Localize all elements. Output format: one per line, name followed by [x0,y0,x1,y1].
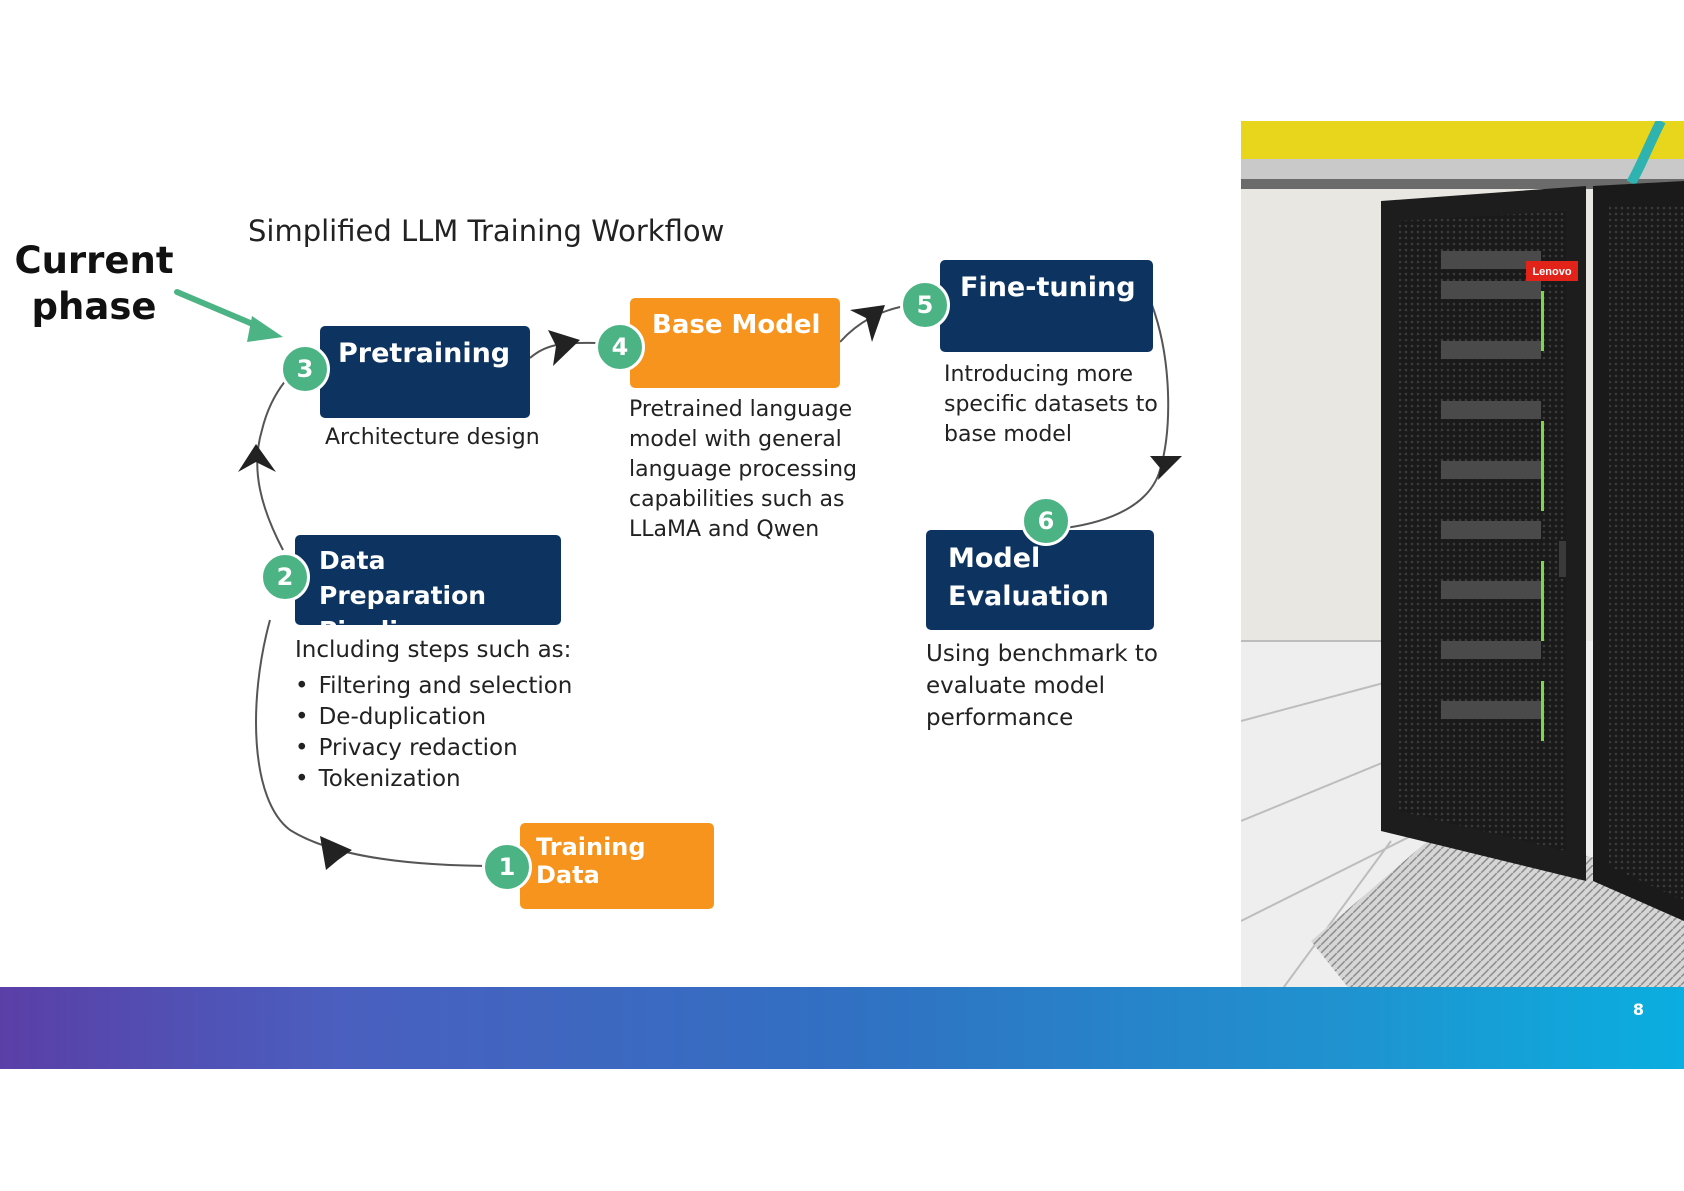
page-number: 8 [1632,1000,1644,1019]
step-6-desc-line: performance [926,705,1074,731]
step-2-desc: Including steps such as: Filtering and s… [295,635,572,795]
step-6-label-line-1: Model [948,543,1041,574]
callout-arrow-head [247,316,283,342]
bullet-item: Tokenization [295,764,572,795]
step-2-label-line-1: Data Preparation [319,546,487,610]
arrowhead-3-to-4 [548,330,580,366]
step-4-desc-line: model with general [629,427,842,452]
network-cable [1626,121,1666,186]
step-4-label: Base Model [652,310,821,340]
step-3-label: Pretraining [338,338,511,369]
connector-1-to-2 [255,619,499,867]
step-1-label: Training Data [536,833,646,889]
step-4-desc-line: language processing [629,457,857,482]
step-1-box: Training Data [520,823,714,909]
server-rack-right-mesh [1609,203,1684,901]
lenovo-badge [1526,261,1578,281]
current-phase-callout: Current phase [14,238,174,330]
step-6-badge: 6 [1021,496,1071,546]
arrowhead-1-to-2 [320,836,352,870]
arrowhead-2-to-3 [238,444,276,472]
step-4-desc: Pretrained language model with general l… [629,395,857,545]
callout-line-2: phase [31,285,157,328]
floor-grate [1311,821,1684,991]
step-6-label-line-2: Evaluation [948,581,1109,612]
bullet-item: De-duplication [295,702,572,733]
step-2-badge: 2 [260,552,310,602]
step-5-desc: Introducing more specific datasets to ba… [944,360,1158,450]
arrowhead-4-to-5 [850,305,885,342]
step-5-box: Fine-tuning [940,260,1153,352]
server-units [1441,251,1541,719]
step-4-badge: 4 [595,322,645,372]
bullet-item: Privacy redaction [295,733,572,764]
step-2-label-line-2: Pipeline [319,616,433,645]
step-3-desc: Architecture design [325,425,540,450]
ceiling-rail-dark [1241,179,1684,189]
step-4-box: Base Model [630,298,840,388]
step-6-desc: Using benchmark to evaluate model perfor… [926,638,1158,734]
rack-door-handle [1559,541,1566,577]
lenovo-badge-text: Lenovo [1532,266,1571,278]
bullet-item: Filtering and selection [295,671,573,702]
step-4-desc-line: capabilities such as [629,487,845,512]
connector-3-to-4 [529,341,599,359]
step-5-desc-line: specific datasets to [944,392,1158,417]
step-2-box: Data Preparation Pipeline [295,535,561,645]
floor-tile-lines [1241,640,1442,991]
diagram-title: Simplified LLM Training Workflow [248,214,725,248]
step-5-desc-line: Introducing more [944,362,1134,387]
step-5-desc-line: base model [944,422,1072,447]
callout-arrow-line [174,289,265,331]
status-leds [1541,291,1544,741]
footer-bar [0,987,1684,1069]
connector-2-to-3 [256,369,296,551]
server-rack-photo: Lenovo [1241,121,1684,991]
step-4-desc-line: LLaMA and Qwen [629,517,820,542]
step-2-bullet-list: Filtering and selection De-duplication P… [295,671,573,795]
step-3-badge: 3 [280,344,330,394]
arrowhead-5-to-6 [1150,456,1182,480]
server-rack-image: Lenovo [1241,121,1684,991]
step-6-desc-line: evaluate model [926,673,1106,699]
step-6-desc-line: Using benchmark to [926,641,1158,667]
callout-line-1: Current [14,239,174,282]
step-6-box: Model Evaluation [926,530,1154,630]
step-5-label: Fine-tuning [960,272,1136,303]
step-4-desc-line: Pretrained language [629,397,853,422]
step-5-badge: 5 [900,280,950,330]
ceiling-cable-tray [1241,121,1684,161]
step-1-badge: 1 [482,842,532,892]
step-2-intro: Including steps such as: [295,637,572,663]
step-3-box: Pretraining [320,326,530,418]
